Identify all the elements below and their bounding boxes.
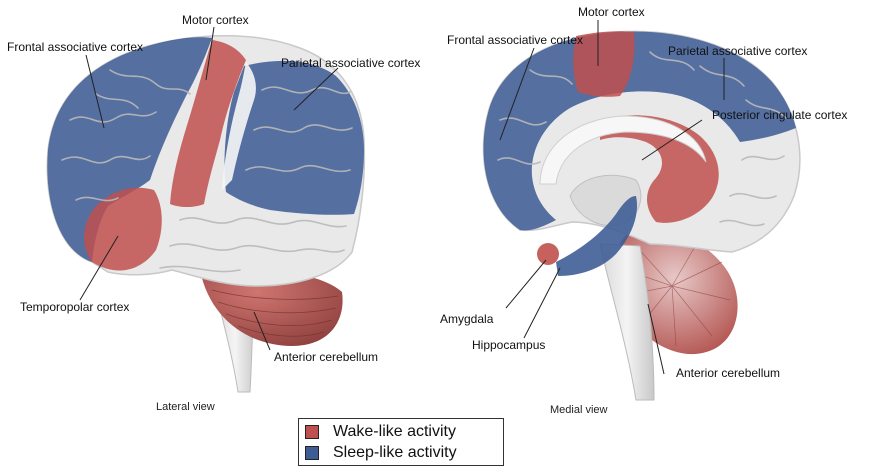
label-lateral-view: Lateral view — [156, 401, 215, 413]
legend-item-wake: Wake-like activity — [305, 422, 456, 442]
label-medial-posterior-cingulate: Posterior cingulate cortex — [712, 108, 847, 122]
label-medial-view: Medial view — [550, 404, 607, 416]
leader-medial-amygdala — [506, 260, 546, 308]
legend-swatch-wake — [305, 425, 319, 439]
leader-medial-hippocampus — [524, 268, 560, 338]
label-medial-parietal: Parietal associative cortex — [668, 44, 807, 58]
label-lateral-cerebellum: Anterior cerebellum — [274, 350, 378, 364]
legend-item-sleep: Sleep-like activity — [305, 443, 457, 463]
legend-label-sleep: Sleep-like activity — [333, 444, 457, 462]
label-medial-hippocampus: Hippocampus — [472, 338, 545, 352]
legend: Wake-like activity Sleep-like activity — [298, 418, 504, 466]
label-medial-motor: Motor cortex — [578, 5, 645, 19]
label-lateral-frontal: Frontal associative cortex — [7, 40, 143, 54]
legend-label-wake: Wake-like activity — [333, 423, 456, 441]
legend-swatch-sleep — [305, 446, 319, 460]
label-medial-frontal: Frontal associative cortex — [447, 33, 583, 47]
label-lateral-parietal: Parietal associative cortex — [281, 56, 420, 70]
label-lateral-motor: Motor cortex — [182, 13, 249, 27]
medial-amygdala-region — [537, 243, 559, 265]
label-lateral-temporopolar: Temporopolar cortex — [20, 300, 129, 314]
label-medial-amygdala: Amygdala — [440, 312, 493, 326]
label-medial-cerebellum: Anterior cerebellum — [676, 366, 780, 380]
